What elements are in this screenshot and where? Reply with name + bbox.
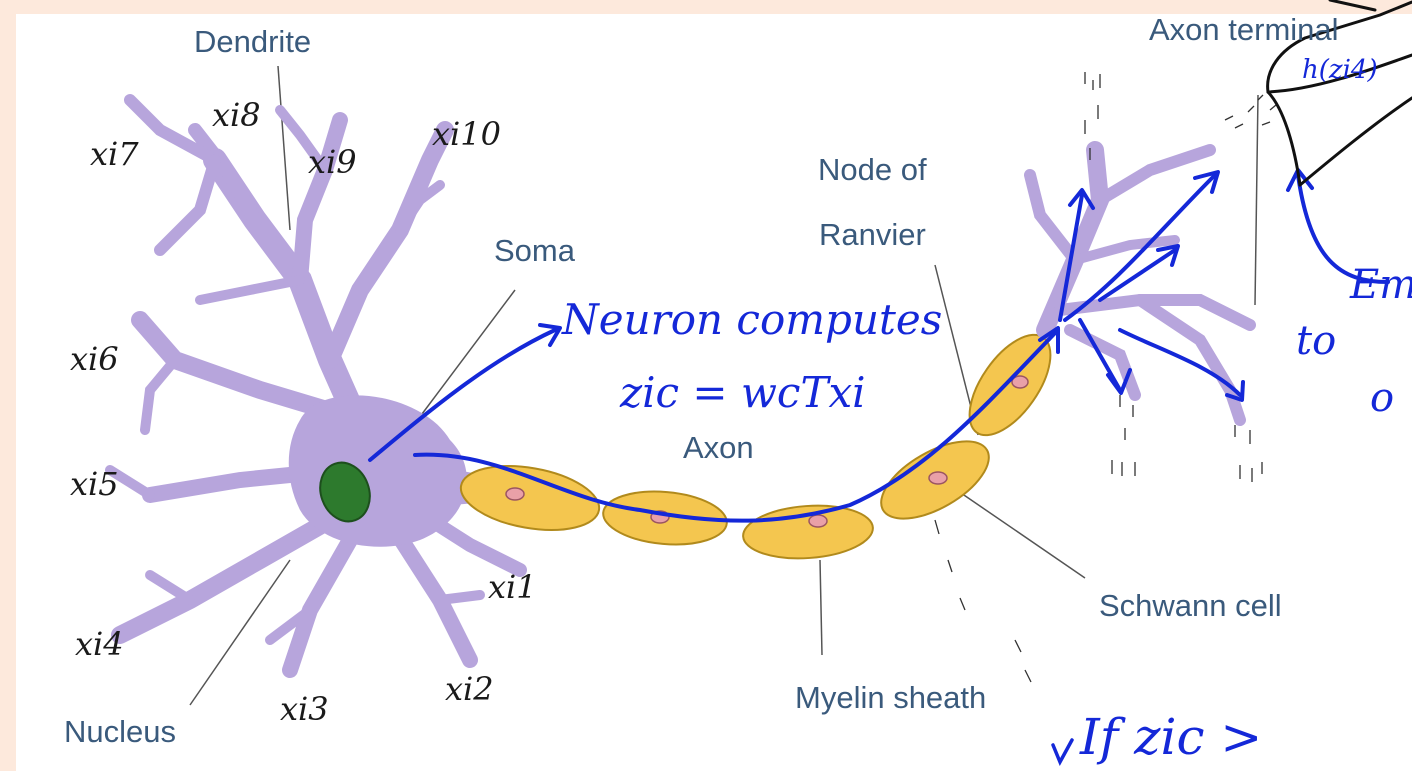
myelin-sheath-leader — [820, 560, 822, 655]
axon-terminals — [1030, 150, 1250, 420]
formula-note: zic = wcTxi — [620, 368, 866, 417]
myelin-segment — [741, 502, 874, 563]
input-label: xi3 — [280, 690, 329, 728]
input-label: xi5 — [70, 465, 119, 503]
soma-label: Soma — [494, 233, 575, 269]
myelin-segments — [456, 321, 1066, 562]
emit-note-line2: to — [1296, 318, 1336, 364]
input-label: xi9 — [308, 143, 357, 181]
myelin-sheath-label: Myelin sheath — [795, 680, 986, 716]
axon-label: Axon — [683, 430, 754, 466]
axon-terminal-label: Axon terminal — [1149, 12, 1339, 48]
axon-terminal-leader — [1255, 95, 1258, 305]
input-label: xi6 — [70, 340, 119, 378]
input-label: xi1 — [488, 568, 537, 606]
emit-note-line3: o — [1370, 375, 1394, 421]
check-mark — [1053, 740, 1072, 762]
input-label: xi8 — [212, 96, 261, 134]
input-label: xi4 — [75, 625, 124, 663]
dendrites — [110, 100, 520, 670]
emit-note-line1: Emi — [1350, 262, 1412, 308]
node-of-label: Node of — [818, 152, 927, 188]
nucleus-label: Nucleus — [64, 714, 176, 750]
dendrite-label: Dendrite — [194, 24, 311, 60]
input-label: xi10 — [432, 115, 501, 153]
output-label: h(zi4) — [1302, 55, 1378, 85]
input-label: xi2 — [445, 670, 494, 708]
neuron-computes-note: Neuron computes — [562, 295, 942, 344]
ranvier-label: Ranvier — [819, 217, 926, 253]
dendrite-leader — [278, 66, 290, 230]
schwann-cell-label: Schwann cell — [1099, 588, 1282, 624]
input-label: xi7 — [90, 135, 139, 173]
if-condition-note: If zic > — [1080, 708, 1262, 766]
